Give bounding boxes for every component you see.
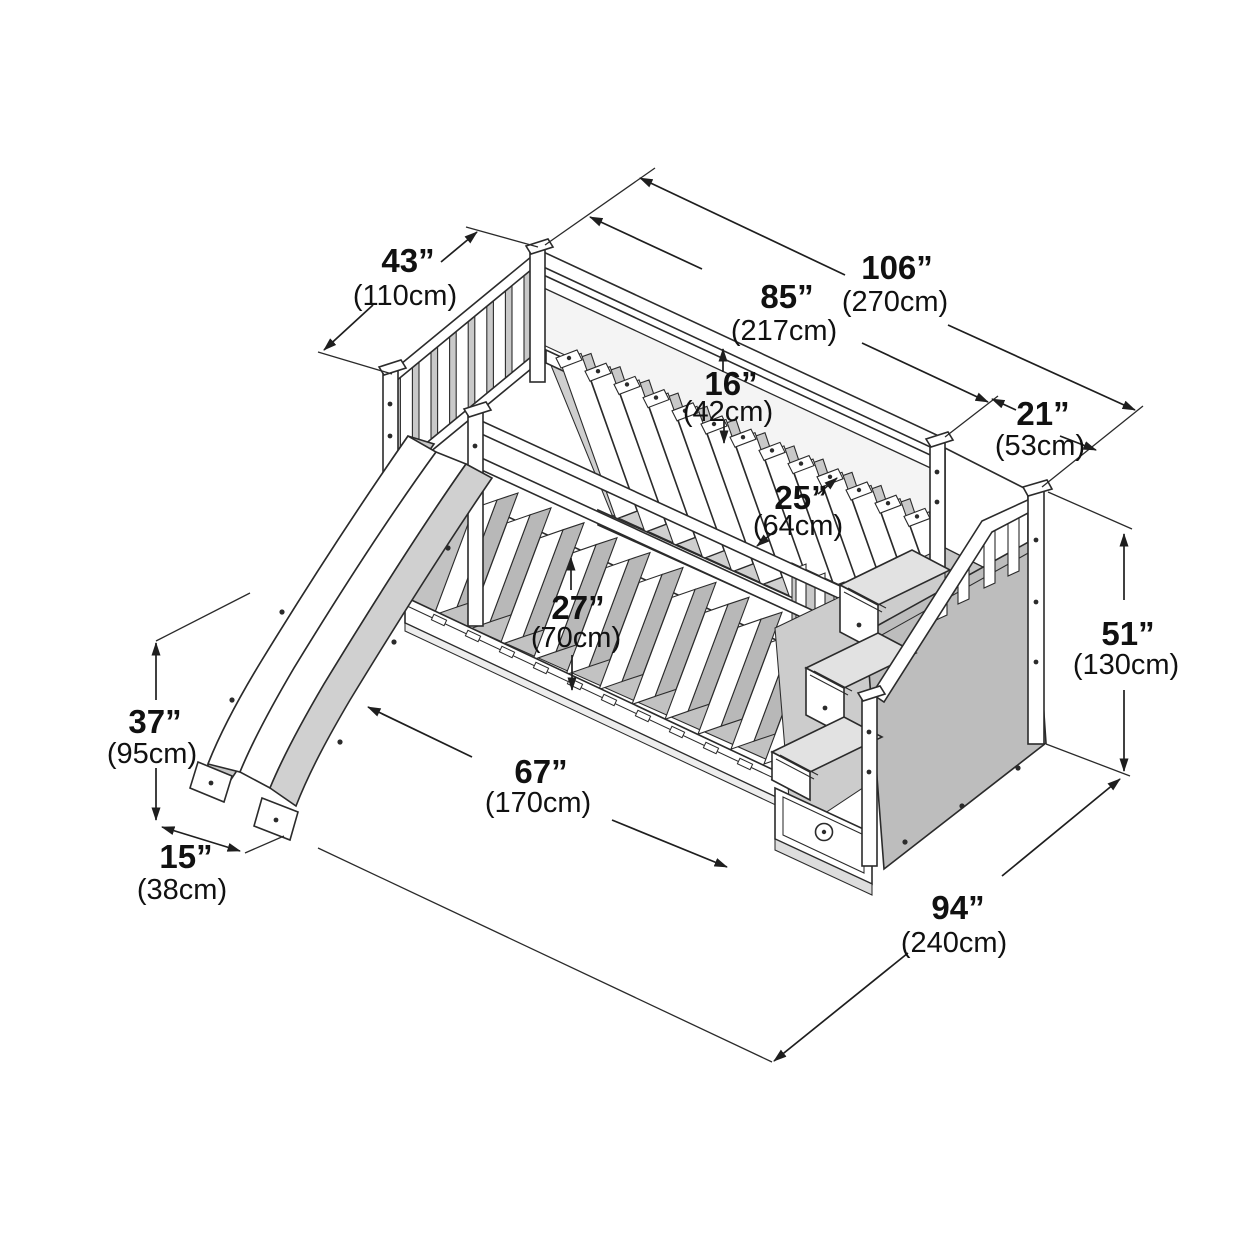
- dim-overall-depth: 94” (240cm): [773, 778, 1121, 1062]
- stair-railing: [856, 479, 1054, 867]
- dim-21-cm: (53cm): [995, 430, 1085, 462]
- dim-25-cm: (64cm): [753, 510, 843, 542]
- stair-steps: [770, 549, 952, 802]
- dim-106-in: 106”: [861, 249, 933, 286]
- dim-foot-width: 43” (110cm): [323, 231, 478, 351]
- dim-overall-length: 106” (270cm): [639, 177, 1136, 411]
- dim-27-cm: (70cm): [531, 622, 621, 654]
- dim-top-opening: 25” (64cm): [753, 477, 843, 547]
- dim-stair-depth: 21” (53cm): [991, 395, 1097, 462]
- dim-15-in: 15”: [159, 838, 212, 875]
- dim-106-cm: (270cm): [842, 286, 948, 318]
- dim-bunk-gap: 27” (70cm): [531, 557, 621, 691]
- dim-37-cm: (95cm): [107, 738, 197, 770]
- dim-37-in: 37”: [128, 703, 181, 740]
- dim-16-cm: (42cm): [683, 396, 773, 428]
- dim-67-in: 67”: [514, 753, 567, 790]
- dim-85-in: 85”: [760, 278, 813, 315]
- staircase: [770, 431, 1054, 896]
- dim-25-in: 25”: [774, 479, 827, 516]
- dim-85-cm: (217cm): [731, 315, 837, 347]
- dim-67-cm: (170cm): [485, 787, 591, 819]
- dim-slide-foot: 15” (38cm): [137, 826, 241, 906]
- dim-94-in: 94”: [931, 889, 984, 926]
- dim-lower-length: 67” (170cm): [367, 706, 728, 868]
- slide: [189, 434, 494, 842]
- dim-51-in: 51”: [1101, 615, 1154, 652]
- dim-15-cm: (38cm): [137, 874, 227, 906]
- foot-end-railing: [377, 238, 555, 565]
- guardrail-post: [467, 409, 484, 627]
- upper-front-guardrail: [462, 401, 869, 657]
- dim-bed-length: 85” (217cm): [589, 216, 989, 403]
- dim-27-in: 27”: [551, 589, 604, 626]
- dim-slide-height: 37” (95cm): [107, 642, 197, 821]
- floor-line: [317, 847, 773, 1063]
- stair-mid-post: [861, 693, 878, 867]
- dim-43-cm: (110cm): [353, 280, 457, 312]
- dim-21-in: 21”: [1016, 395, 1069, 432]
- stair-side-panel: [865, 538, 1047, 871]
- head-back-post: [929, 439, 946, 571]
- stair-tall-post: [1027, 487, 1045, 745]
- dim-overall-height: 51” (130cm): [1073, 533, 1179, 772]
- dim-16-in: 16”: [704, 365, 757, 402]
- foot-back-post: [529, 245, 546, 383]
- bed-drawing: [189, 238, 1054, 896]
- dim-43-in: 43”: [381, 242, 434, 279]
- upper-back-rail: [536, 247, 942, 531]
- dimension-annotations: 43” (110cm) 106” (270cm) 85” (217cm) 16”…: [107, 167, 1179, 1063]
- slide-right-rail: [269, 462, 494, 808]
- stair-drawer: [774, 786, 873, 896]
- dim-51-cm: (130cm): [1073, 649, 1179, 681]
- foot-railing-slats: [399, 265, 525, 468]
- dim-guardrail-height: 16” (42cm): [683, 348, 773, 444]
- dim-94-cm: (240cm): [901, 927, 1007, 959]
